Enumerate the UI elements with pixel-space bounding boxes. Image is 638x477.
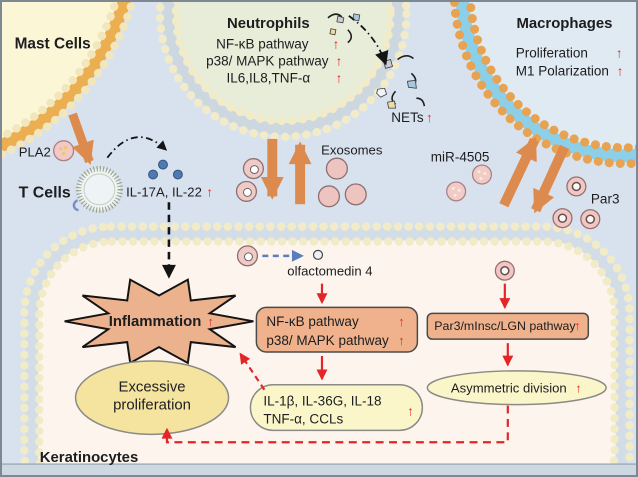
up-arrow: ↑: [336, 53, 343, 68]
neutrophil-membrane-inner: [171, 2, 395, 126]
red-arrows: [161, 283, 514, 444]
up-arrow: ↑: [617, 63, 624, 78]
excessive-line2: proliferation: [113, 398, 191, 414]
inflammation-star: [64, 278, 254, 365]
cytokines-to-inflammation-dashed: [239, 352, 266, 391]
macrophages-label: Macrophages: [516, 16, 612, 32]
exosome-particles: [317, 157, 367, 208]
par3-particle-internal: [494, 260, 515, 281]
keratinocytes-label: Keratinocytes: [40, 450, 138, 466]
up-arrow: ↑: [206, 184, 213, 199]
exosome-cargo-particles: [235, 158, 264, 202]
asymmetric-division-label: Asymmetric division: [451, 381, 567, 396]
up-arrow: ↑: [575, 382, 581, 396]
par3-pathway-box: [426, 312, 590, 340]
olfactomedin-blob: [312, 249, 324, 260]
nets-label: NETs: [391, 110, 424, 125]
nets-release-arrow: [348, 15, 389, 66]
cytokines-line1: IL-1β, IL-36G, IL-18: [263, 394, 381, 409]
up-arrow: ↑: [426, 110, 433, 125]
cytokines-line2: TNF-α, CCLs: [263, 411, 343, 426]
keratinocyte-membrane-outer: [20, 222, 634, 475]
neutrophil-pathway-1: NF-κB pathway: [216, 37, 309, 52]
pla2-granule: [53, 140, 75, 162]
up-arrow: ↑: [333, 37, 340, 52]
pla2-label: PLA2: [19, 145, 51, 160]
il17-label: IL-17A, IL-22: [126, 184, 202, 199]
neutrophil-membrane-outer: [155, 2, 411, 142]
macrophage-cell: [450, 2, 636, 169]
mir4505-particles: [446, 164, 493, 202]
neutrophils-label: Neutrophils: [227, 16, 310, 32]
macrophage-effect-1: Proliferation: [516, 46, 588, 61]
olfactomedin-label: olfactomedin 4: [287, 264, 372, 279]
neutrophil-pathway-3: IL6,IL8,TNF-α: [226, 70, 310, 85]
il17-dots: [148, 159, 183, 180]
up-arrow: ↑: [398, 333, 405, 348]
t-cell: [72, 165, 123, 213]
olfactomedin-exosome: [236, 245, 324, 267]
macrophage-membrane-inner: [465, 2, 636, 153]
nfkb-box-line2: p38/ MAPK pathway: [266, 333, 389, 348]
up-arrow: ↑: [616, 46, 623, 61]
exosomes-label: Exosomes: [321, 143, 383, 158]
up-arrow: ↑: [398, 314, 405, 329]
cytokines-box: [249, 384, 424, 432]
tcell-secretion-arrow: [106, 136, 168, 159]
mast-cells-label: Mast Cells: [15, 36, 91, 53]
nfkb-box-line1: NF-κB pathway: [266, 314, 359, 329]
macrophage-effect-2: M1 Polarization: [516, 63, 609, 78]
excessive-proliferation-ellipse: [74, 360, 230, 436]
asymmetric-division-ellipse: [426, 370, 607, 406]
orange-arrows: [68, 112, 569, 214]
macrophage-to-keratinocyte-arrow: [531, 144, 569, 214]
neutrophil-cell: [155, 2, 411, 142]
excessive-line1: Excessive: [119, 380, 186, 396]
par3-label: Par3: [591, 191, 620, 206]
t-cell-receptor: [72, 199, 79, 212]
mir4505-label: miR-4505: [431, 150, 490, 165]
up-arrow: ↑: [574, 319, 580, 333]
keratinocyte-membrane-inner: [35, 237, 619, 475]
keratinocyte-to-macrophage-arrow: [499, 136, 540, 208]
nets-debris-inside: [327, 13, 361, 44]
up-arrow: ↑: [207, 314, 214, 329]
mast-cell: [2, 2, 137, 159]
par3-particles: [552, 176, 601, 230]
nfkb-pathway-box: [255, 306, 419, 353]
bottom-strip: [2, 464, 636, 475]
t-cells-label: T Cells: [19, 184, 71, 201]
asymmetric-to-proliferation-dashed: [161, 405, 509, 444]
inflammation-label: Inflammation: [109, 314, 202, 330]
par3-box-label: Par3/mInsc/LGN pathway: [434, 319, 576, 333]
mast-to-tcell-arrow: [68, 112, 94, 165]
neutrophil-pathway-2: p38/ MAPK pathway: [206, 53, 329, 68]
up-arrow: ↑: [407, 404, 414, 419]
up-arrow: ↑: [336, 70, 343, 85]
